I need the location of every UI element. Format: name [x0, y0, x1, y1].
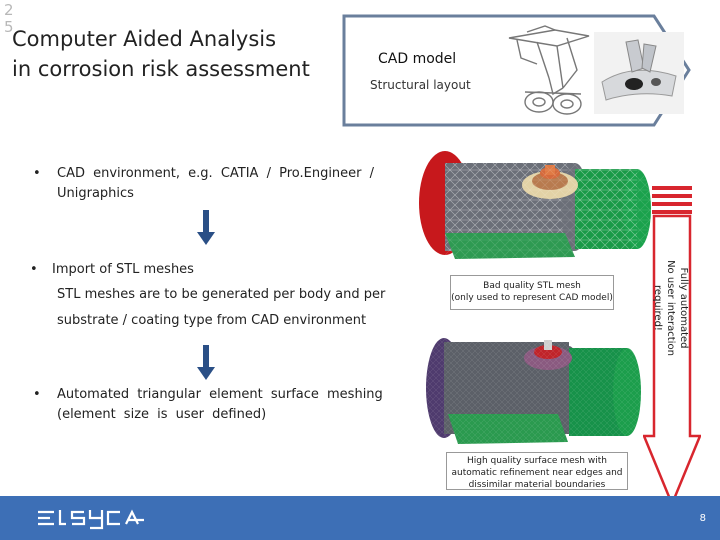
title-line-2: in corrosion risk assessment: [12, 57, 310, 81]
bullet-import-stl: • Import of STL meshes: [30, 260, 382, 280]
corner-digit-2: 5: [4, 18, 14, 36]
automation-label-line-2: No user interaction required!: [652, 260, 676, 356]
slide-title: Computer Aided Analysis in corrosion ris…: [12, 24, 310, 84]
automation-label: Fully automated No user interaction requ…: [652, 236, 690, 380]
bullet-text: CAD environment, e.g. CATIA / Pro.Engine…: [57, 166, 375, 201]
title-line-1: Computer Aided Analysis: [12, 27, 277, 51]
bullet-marker: •: [30, 262, 38, 277]
stl-sub-line-2: substrate / coating type from CAD enviro…: [57, 313, 367, 328]
corner-digit-1: 2: [4, 1, 14, 19]
cad-model-banner: CAD model Structural layout: [342, 14, 692, 127]
automation-down-arrow: [643, 186, 701, 506]
bullet-marker: •: [33, 387, 41, 402]
bullet-text: Import of STL meshes: [52, 262, 194, 277]
elsyca-logo: elsyca: [38, 509, 144, 530]
down-arrow-icon: [197, 345, 215, 380]
structural-layout-label: Structural layout: [370, 78, 471, 92]
stl-mesh-render-image: [419, 151, 655, 280]
bullet-automated-meshing: • Automated triangular element surface m…: [33, 385, 397, 425]
good-mesh-caption: High quality surface mesh with automatic…: [446, 452, 628, 490]
cad-model-label: CAD model: [378, 51, 457, 67]
bad-mesh-caption-line-1: Bad quality STL mesh: [483, 281, 581, 291]
surface-mesh-render-image: [418, 338, 643, 456]
mechanism-render-image: [594, 32, 684, 114]
wireframe-landing-gear-image: [508, 25, 590, 115]
bad-mesh-caption-line-2: (only used to represent CAD model): [451, 293, 613, 303]
automation-label-line-1: Fully automated: [678, 267, 689, 349]
bullet-text: Automated triangular element surface mes…: [57, 387, 383, 422]
stl-sub-line-1: STL meshes are to be generated per body …: [57, 287, 386, 302]
footer-bar: elsyca 8: [0, 496, 720, 540]
page-number: 8: [699, 513, 706, 524]
down-arrow-icon: [197, 210, 215, 245]
bad-mesh-caption: Bad quality STL mesh (only used to repre…: [450, 275, 614, 310]
bullet-cad-environment: • CAD environment, e.g. CATIA / Pro.Engi…: [33, 164, 387, 204]
slide-corner-number: 2 5: [4, 2, 14, 36]
bullet-marker: •: [33, 166, 41, 181]
